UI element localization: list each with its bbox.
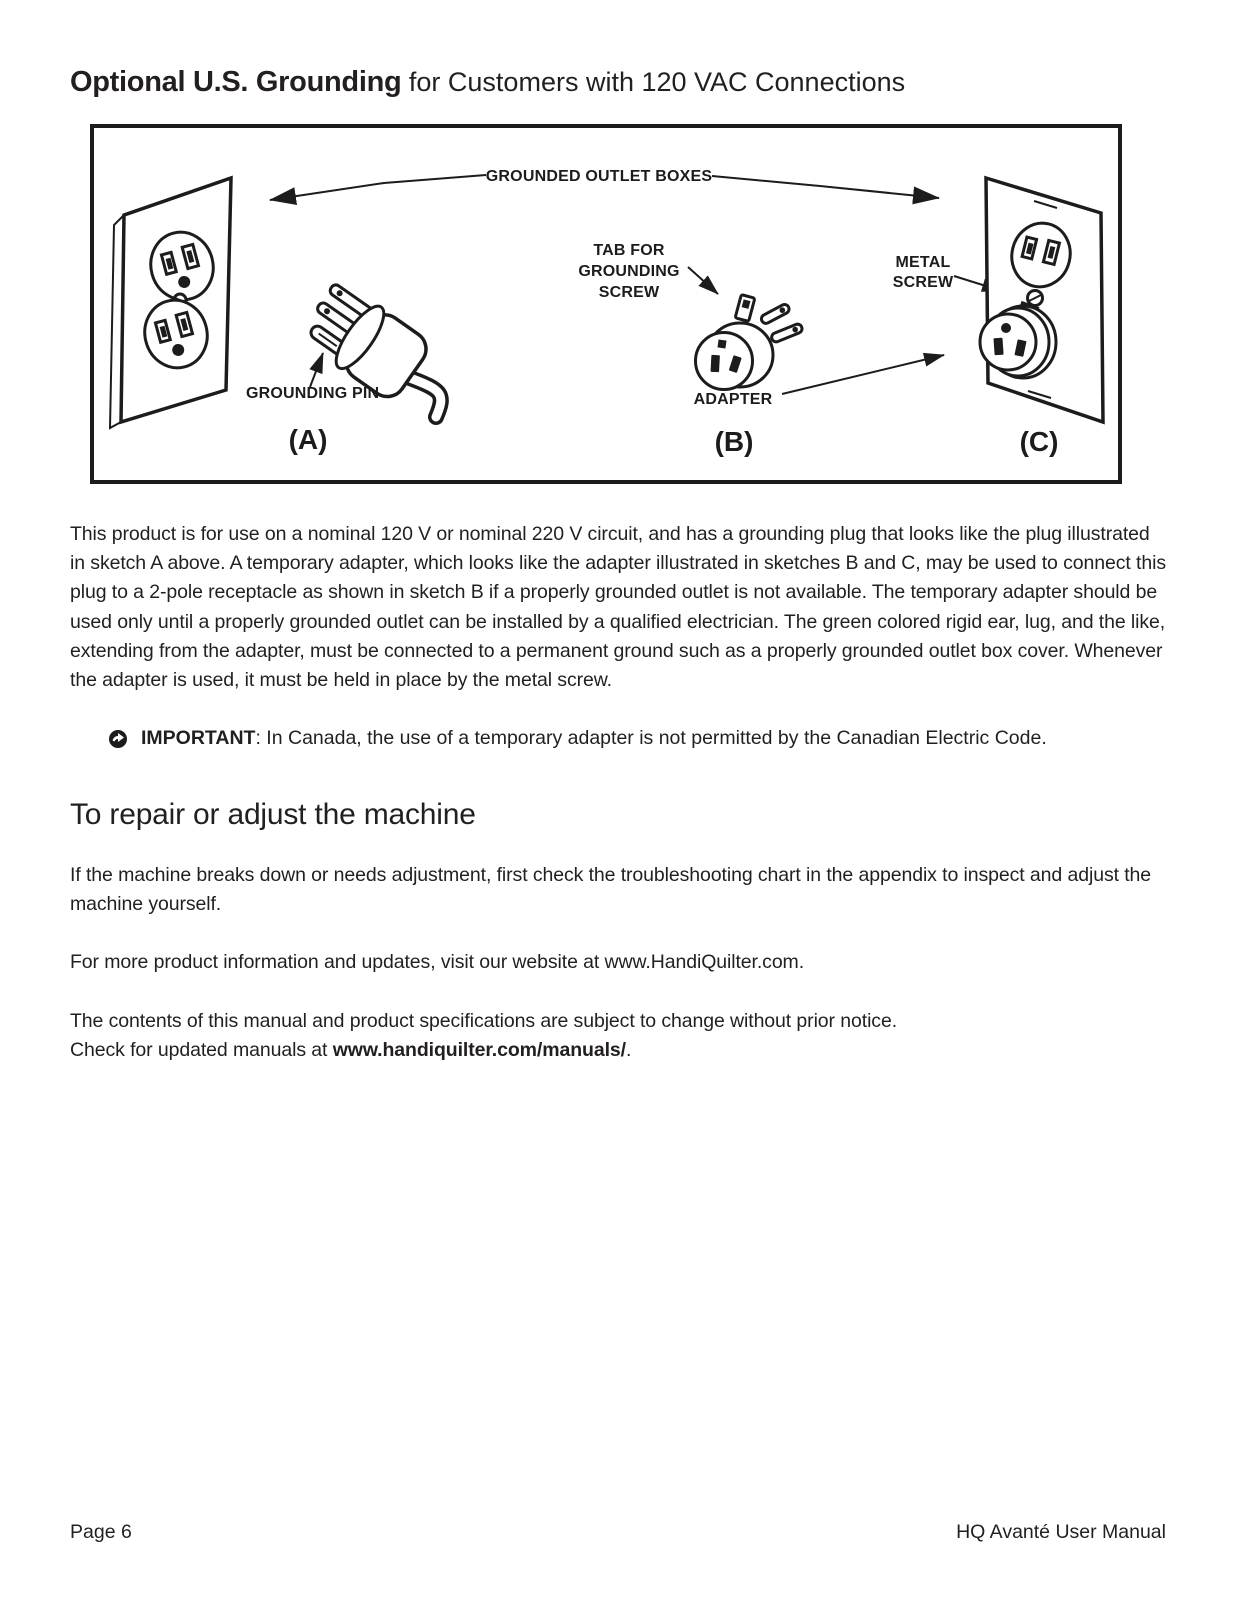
repair-paragraph-1: If the machine breaks down or needs adju… — [70, 863, 1152, 916]
grounding-figure: GROUNDED OUTLET BOXES TAB FOR GROUNDING … — [90, 123, 1122, 484]
leader-grounded-outlet-boxes-right — [711, 174, 940, 205]
repair-paragraph-3-suffix: . — [625, 1038, 632, 1061]
important-rest: : In Canada, the use of a temporary adap… — [255, 727, 1047, 750]
figure-label-grounded-outlet-boxes: GROUNDED OUTLET BOXES — [486, 168, 713, 185]
repair-section-heading: To repair or adjust the machine — [70, 797, 476, 831]
repair-paragraph-3-line2-prefix: Check for updated manuals at — [70, 1038, 333, 1061]
footer-page-number: Page 6 — [70, 1521, 132, 1543]
important-note-text: IMPORTANT: In Canada, the use of a tempo… — [141, 724, 1047, 753]
page-title-strong: Optional U.S. Grounding — [70, 66, 402, 98]
manuals-url: www.handiquilter.com/manuals/ — [332, 1038, 626, 1061]
repair-paragraph-2: For more product information and updates… — [70, 951, 805, 974]
leader-grounded-outlet-boxes-left — [269, 173, 487, 205]
leader-tab-grounding-screw — [687, 265, 719, 295]
figure-label-metal-line2: SCREW — [893, 274, 954, 291]
figure-label-tab-line3: SCREW — [599, 284, 660, 301]
figure-label-sketch-a: (A) — [289, 424, 328, 455]
page-title-normal: for Customers with 120 VAC Connections — [401, 67, 906, 97]
page-footer: Page 6 HQ Avanté User Manual — [70, 1521, 1166, 1544]
figure-label-grounding-pin: GROUNDING PIN — [246, 385, 379, 402]
figure-label-tab-line2: GROUNDING — [578, 263, 679, 280]
grounding-paragraph: This product is for use on a nominal 120… — [70, 522, 1166, 692]
page-title: Optional U.S. Grounding for Customers wi… — [70, 64, 1166, 102]
leader-adapter — [781, 352, 945, 395]
figure-label-adapter: ADAPTER — [694, 391, 773, 408]
leader-grounding-pin — [309, 351, 324, 388]
outlet-c-illustration — [978, 175, 1105, 425]
repair-paragraph-3: The contents of this manual and product … — [70, 1007, 1166, 1066]
outlet-a-illustration — [108, 175, 233, 430]
figure-label-sketch-c: (C) — [1020, 426, 1059, 457]
grounding-figure-svg: GROUNDED OUTLET BOXES TAB FOR GROUNDING … — [108, 168, 1105, 457]
adapter-b-illustration — [694, 293, 804, 391]
important-note: IMPORTANT: In Canada, the use of a tempo… — [70, 724, 1166, 753]
footer-manual-name: HQ Avanté User Manual — [956, 1521, 1166, 1543]
plug-illustration — [309, 283, 449, 425]
repair-paragraph-3-line1: The contents of this manual and product … — [70, 1009, 898, 1032]
figure-label-tab-line1: TAB FOR — [593, 242, 665, 259]
figure-label-sketch-b: (B) — [715, 426, 754, 457]
figure-label-metal-line1: METAL — [896, 254, 951, 271]
circled-right-arrow-icon — [108, 729, 128, 749]
important-label: IMPORTANT — [141, 727, 256, 750]
